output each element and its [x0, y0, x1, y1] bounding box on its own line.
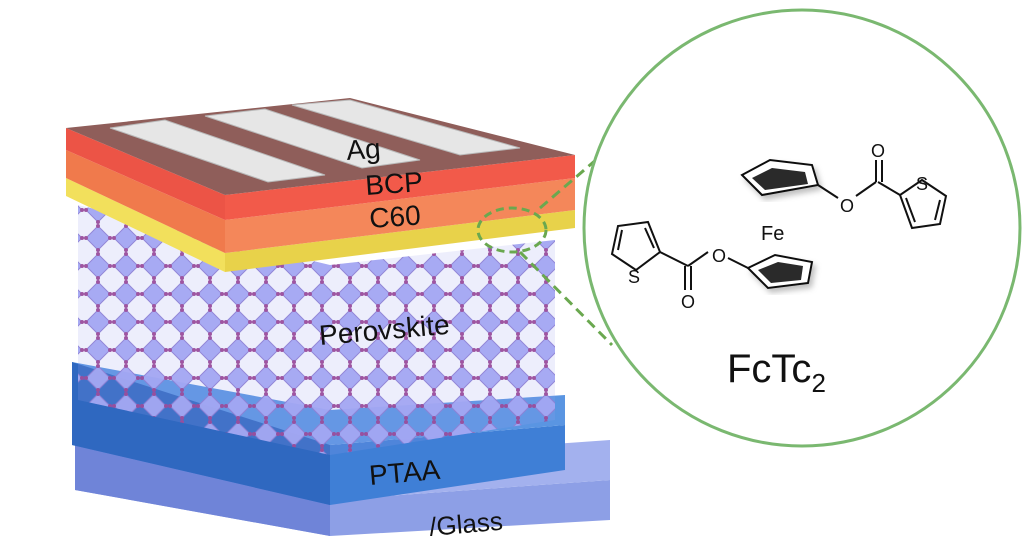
- zoom-guide-bottom: [518, 250, 614, 347]
- label-ptaa: PTAA: [368, 454, 442, 491]
- lower-cp-ring: [746, 253, 814, 290]
- ag-electrodes: [109, 99, 521, 183]
- zoom-circle: [582, 8, 1022, 448]
- molecule-name-subscript: 2: [811, 368, 825, 398]
- iron-label: Fe: [761, 223, 784, 245]
- top-stack: [66, 98, 575, 272]
- label-bcp: BCP: [364, 166, 424, 201]
- molecule-fctc2: Fe O O S O O S: [610, 141, 948, 312]
- molecule-name-main: FcTc: [727, 347, 811, 391]
- oxygen-label-upper: O: [840, 196, 854, 216]
- upper-cp-ring: [740, 158, 820, 197]
- perovskite-layer: [78, 205, 555, 455]
- zoom-indicator: [476, 120, 641, 347]
- label-glass: /Glass: [428, 506, 504, 536]
- zoom-source-ellipse: [476, 206, 548, 254]
- sulfur-label-left: S: [628, 267, 640, 287]
- sulfur-label-right: S: [916, 174, 928, 194]
- label-ag: Ag: [345, 133, 381, 166]
- molecule-name: FcTc2: [727, 347, 826, 398]
- thiophene-right: [898, 178, 948, 230]
- label-c60: C60: [368, 199, 421, 234]
- zoom-guide-top: [539, 120, 641, 210]
- carbonyl-oxygen-upper: O: [871, 141, 885, 161]
- carbonyl-oxygen-lower: O: [681, 292, 695, 312]
- oxygen-label-lower: O: [712, 246, 726, 266]
